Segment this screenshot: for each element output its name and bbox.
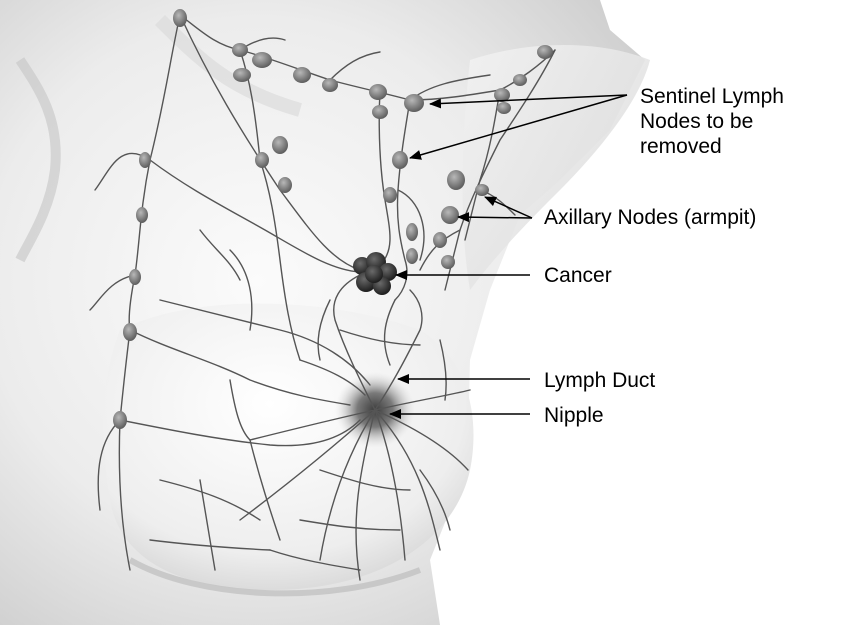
arrow-axillary-2 — [458, 217, 532, 218]
label-cancer: Cancer — [544, 263, 612, 288]
label-sentinel-lymph-nodes: Sentinel Lymph Nodes to be removed — [640, 84, 784, 159]
arm-shape — [463, 45, 651, 290]
label-axillary-nodes: Axillary Nodes (armpit) — [544, 205, 756, 230]
label-lymph-duct: Lymph Duct — [544, 368, 655, 393]
breast-shape — [103, 304, 473, 590]
label-nipple: Nipple — [544, 403, 604, 428]
